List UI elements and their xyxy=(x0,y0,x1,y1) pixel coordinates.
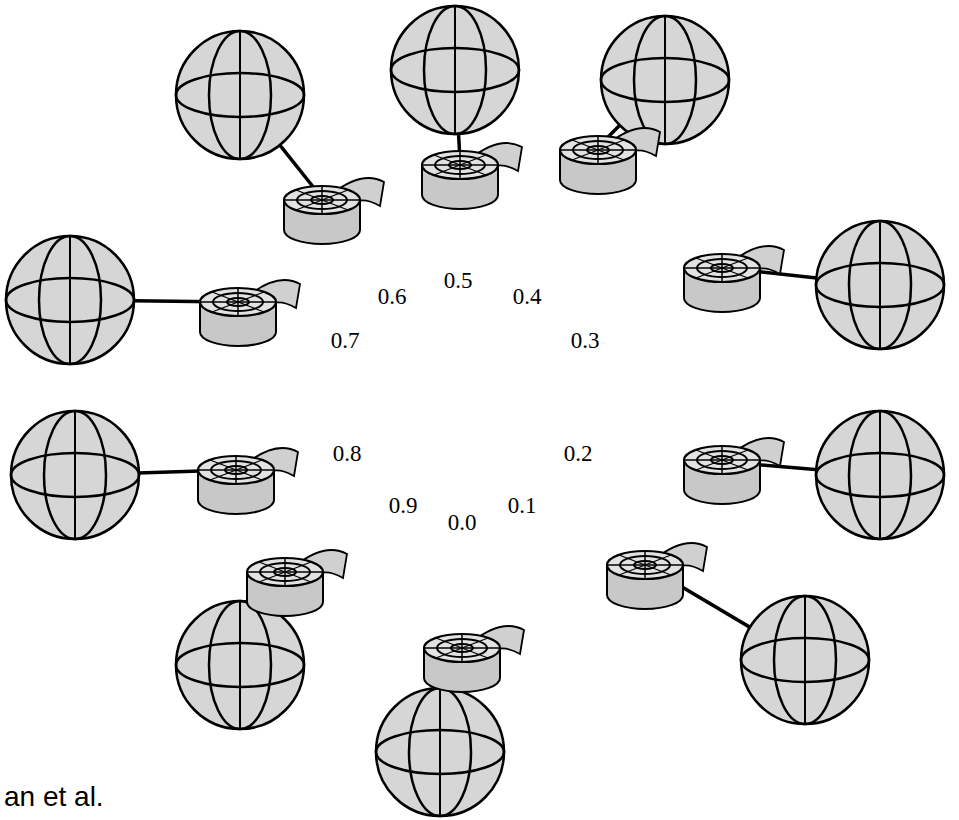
phase-label: 0.0 xyxy=(448,511,477,534)
stream-lines xyxy=(70,70,880,755)
phase-label: 0.3 xyxy=(571,329,600,352)
phase-label: 0.4 xyxy=(513,285,542,308)
credit-text: an et al. xyxy=(4,783,104,811)
phase-label: 0.2 xyxy=(564,442,593,465)
phase-label: 0.1 xyxy=(508,494,537,517)
phase-label: 0.5 xyxy=(444,269,473,292)
donor-stars xyxy=(6,6,944,816)
phase-label: 0.9 xyxy=(389,494,418,517)
accretion-disks xyxy=(198,128,784,692)
phase-label: 0.8 xyxy=(333,442,362,465)
phase-label: 0.6 xyxy=(378,285,407,308)
phase-label: 0.7 xyxy=(331,329,360,352)
